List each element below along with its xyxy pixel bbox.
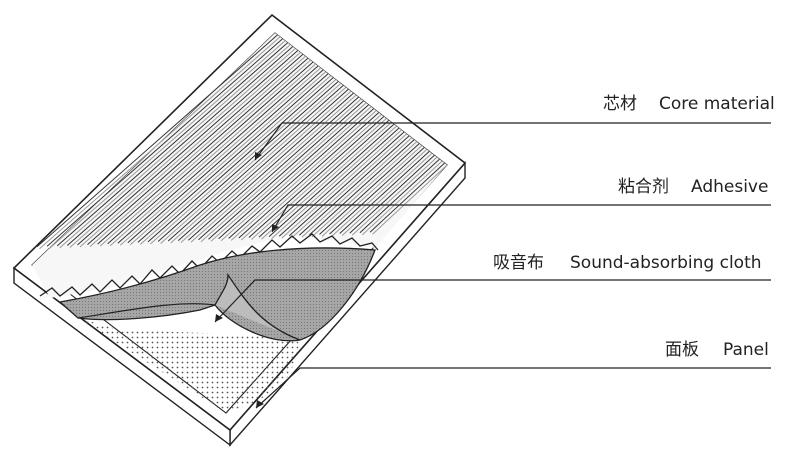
label-cloth-en: Sound-absorbing cloth: [570, 253, 762, 273]
core-ridge-line: [147, 77, 334, 243]
core-ridge-line: [349, 154, 435, 234]
core-ridge-shadow: [79, 52, 301, 248]
core-ridge-shadow: [271, 125, 397, 239]
core-ridge-line: [107, 61, 314, 245]
core-ridge-shadow: [89, 56, 306, 247]
core-ridge-line: [157, 81, 339, 242]
core-material-corrugation: [36, 34, 448, 250]
leader-adhesive: [271, 204, 771, 233]
core-ridge-shadow: [69, 48, 296, 248]
core-ridge-line: [268, 123, 395, 237]
core-ridge-line: [46, 38, 283, 247]
cloth-fold-line: [77, 303, 216, 319]
label-panel-zh: 面板: [665, 340, 699, 360]
core-ridge-shadow: [140, 75, 331, 245]
core-ridge-shadow: [240, 114, 382, 241]
core-ridge-shadow: [39, 36, 281, 250]
label-core-zh: 芯材: [603, 94, 637, 114]
core-ridge-shadow: [331, 149, 428, 237]
core-ridge-line: [56, 42, 288, 247]
perforated-panel-surface: [78, 318, 300, 413]
core-ridge-line: [208, 100, 364, 240]
label-adhesive-en: Adhesive: [691, 177, 768, 197]
arrow-sound-absorbing-cloth: [215, 314, 223, 322]
core-ridge-line: [198, 96, 359, 241]
adhesive-serrated-edge: [39, 233, 379, 297]
core-ridge-shadow: [351, 156, 438, 236]
core-ridge-shadow: [301, 137, 412, 238]
label-panel-en: Panel: [723, 340, 769, 360]
core-ridge-line: [359, 158, 440, 234]
arrow-adhesive: [272, 224, 279, 232]
core-ridge-line: [36, 34, 278, 248]
core-ridge-line: [177, 88, 349, 241]
core-ridge-shadow: [311, 141, 417, 238]
core-ridge-line: [97, 57, 309, 245]
core-ridge-shadow: [291, 133, 407, 239]
core-ridge-shadow: [261, 122, 392, 240]
core-ridge-shadow: [341, 153, 433, 236]
core-ridge-shadow: [281, 129, 402, 239]
core-ridge-shadow: [170, 87, 347, 244]
leader-core-material: [254, 122, 771, 161]
core-ridge-shadow: [59, 44, 291, 249]
core-ridge-line: [66, 46, 294, 246]
core-ridge-line: [288, 131, 405, 237]
core-ridge-line: [137, 73, 329, 243]
core-ridge-shadow: [109, 63, 316, 247]
core-ridge-shadow: [190, 94, 357, 243]
core-ridge-line: [369, 162, 445, 233]
core-ridge-shadow: [251, 118, 387, 240]
core-ridge-shadow: [180, 90, 352, 243]
core-ridge-line: [329, 147, 425, 235]
arrow-core-material: [255, 152, 262, 160]
core-ridge-line: [319, 143, 420, 235]
label-cloth-zh: 吸音布: [493, 253, 544, 273]
arrow-panel: [256, 400, 264, 408]
core-ridge-shadow: [49, 40, 286, 249]
leader-panel: [255, 367, 771, 409]
core-ridge-shadow: [150, 79, 337, 245]
core-ridge-shadow: [119, 67, 321, 246]
core-ridge-line: [278, 127, 400, 237]
cloth-curl-edge: [214, 272, 301, 341]
core-ridge-line: [218, 104, 369, 240]
core-ridge-line: [188, 92, 354, 241]
core-ridge-shadow: [230, 110, 377, 241]
label-core-en: Core material: [659, 94, 775, 114]
label-adhesive-zh: 粘合剂: [618, 177, 669, 197]
core-ridge-shadow: [220, 106, 372, 242]
core-ridge-line: [228, 108, 374, 239]
core-ridge-line: [238, 112, 380, 239]
core-ridge-line: [127, 69, 324, 244]
core-ridge-line: [87, 54, 304, 245]
core-ridge-shadow: [99, 59, 311, 247]
core-ridge-shadow: [321, 145, 423, 237]
core-ridge-shadow: [362, 160, 443, 236]
core-ridge-line: [339, 151, 430, 234]
core-ridge-line: [167, 85, 344, 242]
core-ridge-shadow: [210, 102, 367, 242]
sound-absorbing-cloth: [58, 247, 376, 342]
core-ridge-shadow: [372, 164, 448, 235]
core-ridge-shadow: [160, 83, 342, 244]
core-ridge-line: [248, 116, 385, 238]
core-ridge-line: [117, 65, 319, 244]
core-ridge-line: [77, 50, 299, 246]
core-ridge-line: [309, 139, 415, 236]
core-ridge-shadow: [129, 71, 326, 246]
leader-sound-absorbing-cloth: [214, 279, 771, 323]
core-ridge-line: [298, 135, 410, 236]
